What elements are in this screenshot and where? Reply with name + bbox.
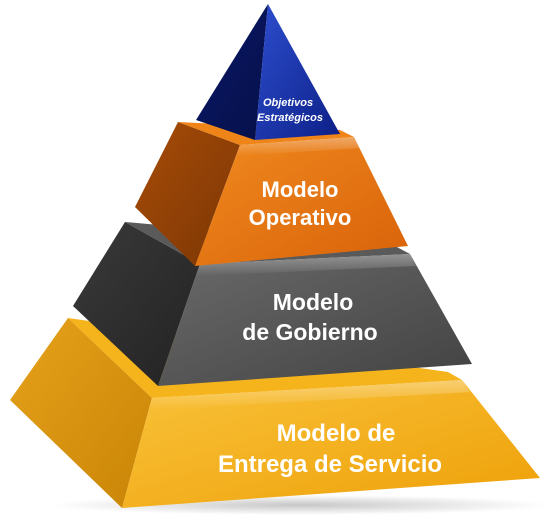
- objetivos-label-line2: Estratégicos: [257, 112, 323, 124]
- level-operativo-side: [135, 122, 240, 266]
- level-gobierno-side: [73, 222, 200, 386]
- level-servicio-side: [10, 318, 152, 508]
- objetivos-label-line1: Objetivos: [263, 97, 313, 109]
- level-servicio-front: [122, 380, 540, 508]
- gobierno-label-line2: de Gobierno: [242, 319, 377, 345]
- operativo-label-line2: Operativo: [249, 205, 352, 230]
- servicio-label-line2: Entrega de Servicio: [218, 451, 442, 478]
- level-gobierno-highlight: [196, 254, 416, 276]
- gobierno-label-line1: Modelo: [273, 289, 354, 315]
- level-objetivos-front: [255, 4, 340, 140]
- level-objetivos-side: [196, 4, 268, 140]
- servicio-label-line1: Modelo de: [277, 420, 396, 447]
- level-gobierno-front: [158, 254, 472, 386]
- level-operativo-front: [195, 137, 408, 266]
- level-servicio-highlight: [148, 380, 470, 410]
- level-objetivos: [196, 4, 340, 140]
- level-operativo-highlight: [236, 137, 360, 156]
- operativo-label-line1: Modelo: [262, 177, 339, 202]
